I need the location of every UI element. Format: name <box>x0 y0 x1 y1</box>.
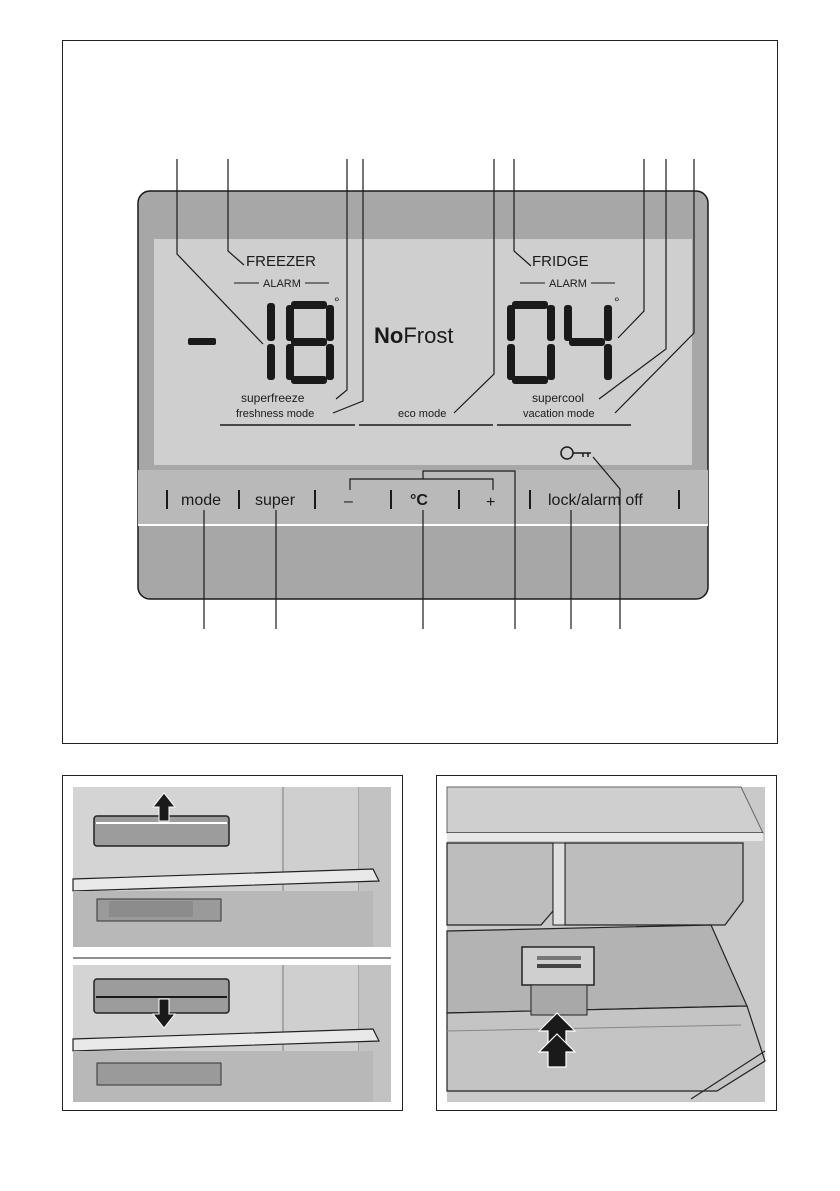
minus-button[interactable]: – <box>344 493 353 510</box>
plus-button[interactable]: + <box>486 494 495 511</box>
shelf-panel-top <box>73 787 391 947</box>
supercool-label: supercool <box>532 391 584 405</box>
freezer-label: FREEZER <box>246 253 316 270</box>
figure-shelf-adjustment <box>62 775 403 1111</box>
eco-mode-label: eco mode <box>398 408 446 420</box>
nofrost-logo: NoFrost <box>374 323 453 348</box>
freshness-mode-label: freshness mode <box>236 408 314 420</box>
fridge-label: FRIDGE <box>532 253 589 270</box>
celsius-button[interactable]: °C <box>410 492 428 509</box>
drawer-divider-diagram <box>437 776 775 1109</box>
fridge-alarm: ALARM <box>549 278 587 290</box>
freezer-degree: ° <box>334 294 340 310</box>
figure-control-panel: FREEZER ALARM ° superfreeze freshness mo… <box>62 40 778 744</box>
freezer-minus-sign <box>188 338 216 345</box>
shelf-adjustment-diagram <box>63 776 401 1109</box>
figure-drawer-divider <box>436 775 777 1111</box>
lock-alarm-off-button[interactable]: lock/alarm off <box>548 492 643 509</box>
vacation-mode-label: vacation mode <box>523 408 595 420</box>
fridge-degree: ° <box>614 294 620 310</box>
shelf-panel-bottom <box>73 965 391 1102</box>
mode-button[interactable]: mode <box>181 492 221 509</box>
superfreeze-label: superfreeze <box>241 391 305 405</box>
super-button[interactable]: super <box>255 492 296 509</box>
freezer-alarm: ALARM <box>263 278 301 290</box>
control-panel-diagram: FREEZER ALARM ° superfreeze freshness mo… <box>63 41 776 742</box>
